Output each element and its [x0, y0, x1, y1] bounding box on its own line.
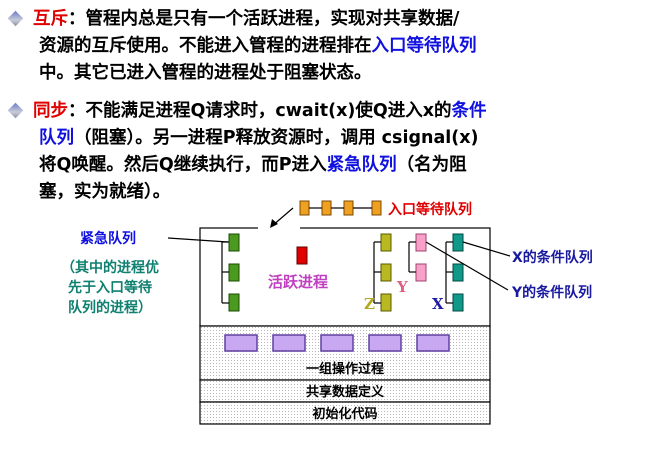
bullet-sync-line3: 将Q唤醒。然后Q继续执行，而P进入紧急队列（名为阻 — [8, 152, 648, 179]
entry-queue-label: 入口等待队列 — [388, 201, 472, 218]
sync-term: 同步 — [33, 101, 68, 121]
urgent-queue-label: 紧急队列 — [80, 230, 136, 247]
sync-text-4: 塞，实为就绪）。 — [39, 182, 171, 202]
procedure-box — [416, 334, 450, 352]
x-queue — [445, 233, 464, 312]
entry-arrowhead-icon — [270, 219, 278, 228]
urgent-queue — [221, 233, 240, 312]
y-cond-label: Y的条件队列 — [511, 284, 592, 301]
sync-text-2: （阻塞）。另一进程P释放资源时，调用 csignal(x) — [74, 128, 479, 148]
bullet-mutex-line1: 互斥：管程内总是只有一个活跃进程，实现对共享数据/ — [7, 6, 648, 33]
init-code-section — [199, 401, 491, 425]
monitor-main-area — [199, 227, 491, 327]
procedure-box — [224, 334, 258, 352]
active-process-label: 活跃进程 — [268, 273, 328, 291]
z-label: Z — [364, 295, 375, 313]
mutex-text-1: 管程内总是只有一个活跃进程，实现对共享数据/ — [85, 9, 460, 29]
sync-text-3-tail: （名为阻 — [396, 155, 467, 175]
urgent-note-line1: （其中的进程优 — [61, 259, 159, 276]
x-cond-pointer-line — [462, 241, 511, 257]
procedure-boxes — [224, 334, 450, 352]
bullet-sync-line1: 同步：不能满足进程Q请求时，cwait(x)使Q进入x的条件 — [7, 98, 648, 125]
bullet-mutex-line3: 中。其它已进入管程的进程处于阻塞状态。 — [8, 60, 648, 87]
sync-text-1: 不能满足进程Q请求时，cwait(x)使Q进入x的 — [85, 101, 452, 121]
shared-data-label: 共享数据定义 — [306, 384, 385, 400]
procedures-label: 一组操作过程 — [306, 361, 384, 377]
bullet-sync-line2: 队列（阻塞）。另一进程P释放资源时，调用 csignal(x) — [8, 125, 648, 152]
y-queue — [408, 233, 427, 282]
bullet-sync: 同步：不能满足进程Q请求时，cwait(x)使Q进入x的条件 队列（阻塞）。另一… — [7, 98, 648, 206]
bullet-mutex: 互斥：管程内总是只有一个活跃进程，实现对共享数据/ 资源的互斥使用。不能进入管程… — [7, 6, 648, 87]
sync-text-3: 将Q唤醒。然后Q继续执行，而P进入 — [39, 155, 327, 175]
sync-highlight-2: 队列 — [39, 128, 74, 148]
mutex-term: 互斥 — [33, 9, 68, 29]
bullet-sync-line4: 塞，实为就绪）。 — [8, 179, 648, 206]
z-queue — [373, 233, 392, 312]
procedure-box — [272, 334, 306, 352]
x-label: X — [432, 295, 444, 313]
x-cond-label: X的条件队列 — [512, 249, 593, 266]
bullet-mutex-line2: 资源的互斥使用。不能进入管程的进程排在入口等待队列 — [8, 33, 648, 60]
active-process-block — [296, 246, 308, 265]
procedure-box — [368, 334, 402, 352]
y-label: Y — [396, 278, 408, 296]
urgent-note-line3: 队列的进程） — [68, 299, 152, 316]
mutex-highlight: 入口等待队列 — [371, 36, 477, 56]
entry-queue — [299, 200, 382, 216]
sync-highlight-1: 条件 — [451, 101, 487, 121]
mutex-text-2: 资源的互斥使用。不能进入管程的进程排在 — [39, 36, 372, 56]
mutex-text-3: 中。其它已进入管程的进程处于阻塞状态。 — [39, 63, 372, 83]
urgent-pointer-line — [167, 237, 229, 243]
y-cond-pointer-line — [425, 241, 509, 291]
sync-highlight-3: 紧急队列 — [326, 155, 397, 175]
init-code-label: 初始化代码 — [312, 406, 377, 422]
urgent-note-line2: 先于入口等待 — [68, 279, 152, 296]
procedure-box — [320, 334, 354, 352]
